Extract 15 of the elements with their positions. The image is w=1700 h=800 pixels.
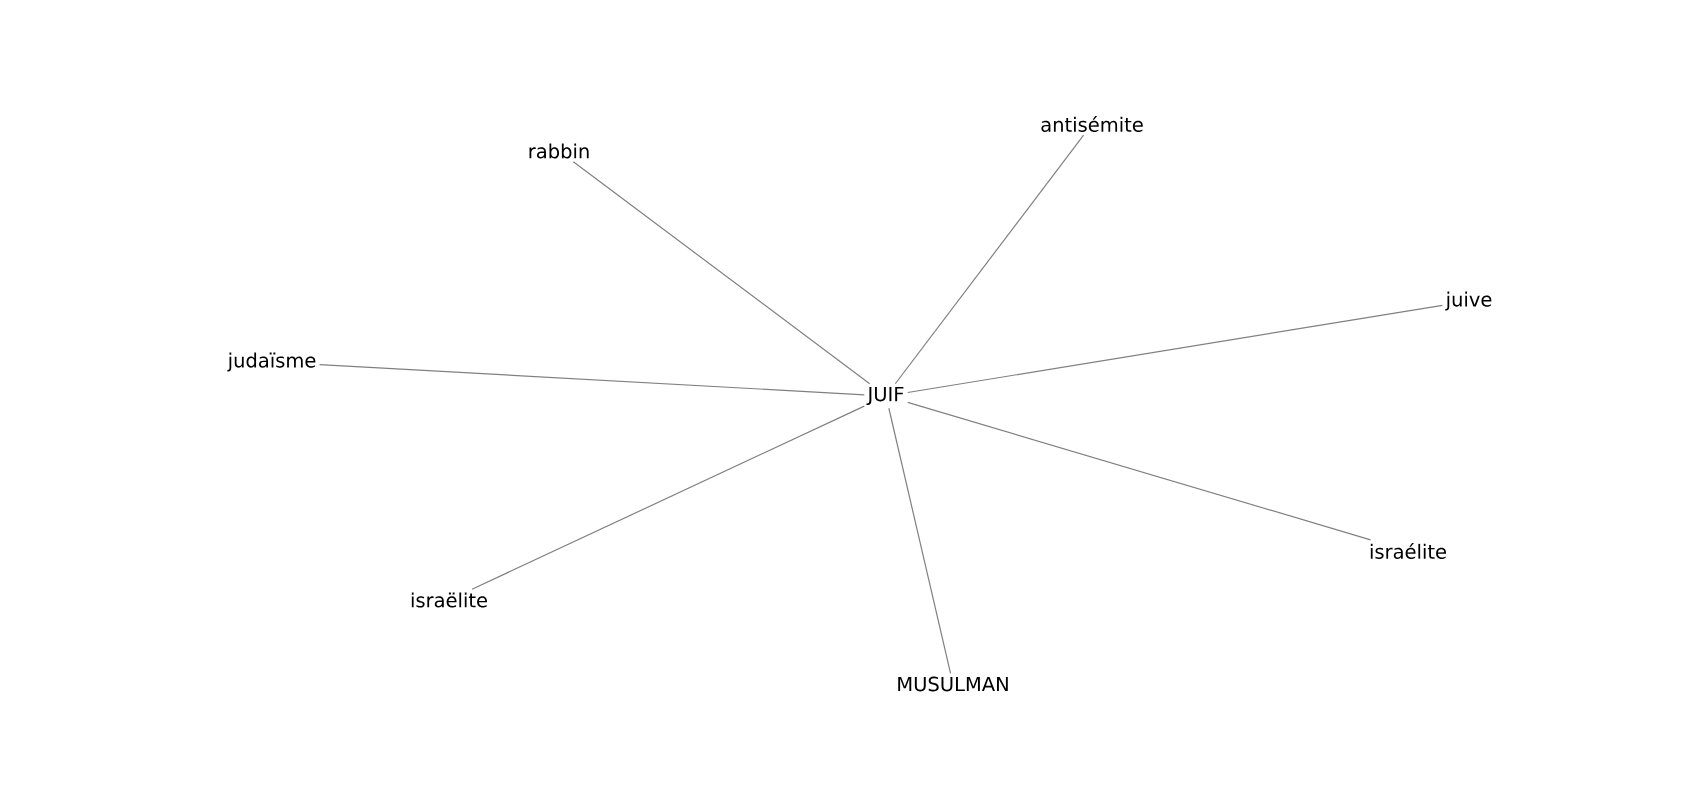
word-label: israëlite [411, 592, 487, 608]
connector-line [907, 401, 1372, 541]
connector-line [894, 134, 1085, 385]
word-label: rabbin [529, 143, 589, 159]
word-label: israélite [1370, 543, 1446, 559]
word-label: MUSULMAN [898, 676, 1008, 692]
connector-line [907, 304, 1444, 394]
word-label: antisémite [1041, 116, 1143, 132]
word-label: juive [1445, 291, 1492, 311]
connector-line [888, 407, 952, 674]
connector-line [471, 405, 865, 590]
center-word: JUIF [866, 386, 904, 406]
connector-line [318, 364, 865, 396]
connector-line [572, 161, 871, 385]
word-label: judaïsme [227, 352, 316, 372]
